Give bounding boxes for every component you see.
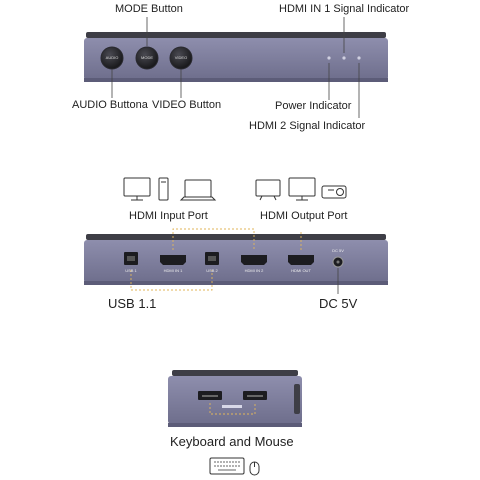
keyboard-icon <box>209 457 245 475</box>
hdmi-out-port <box>288 255 314 265</box>
audio-button-label: AUDIO Buttona <box>72 99 148 111</box>
video-button-text: VIDEO <box>174 55 188 60</box>
rear-dotted-brackets <box>130 228 302 291</box>
usb1-port-text: USB 1 <box>125 268 137 273</box>
usb2-port-text: USB 2 <box>206 268 218 273</box>
hdmi-in2-port <box>241 255 267 265</box>
power-led <box>327 56 331 60</box>
front-panel-device <box>84 32 388 82</box>
video-button-label: VIDEO Button <box>152 99 222 111</box>
hdmi2-led <box>357 56 361 60</box>
hdmi-out-port-text: HDMI OUT <box>291 268 311 273</box>
output-device-icons <box>255 177 347 201</box>
audio-button-text: AUDIO <box>105 55 119 60</box>
hdmi2-indicator-label: HDMI 2 Signal Indicator <box>249 120 366 132</box>
hdmi-output-port-label: HDMI Output Port <box>260 210 348 222</box>
side-panel-device <box>168 370 302 427</box>
side-dotted-bracket <box>209 403 256 415</box>
mode-button-text: MODE <box>141 55 153 60</box>
hdmi1-led <box>342 56 346 60</box>
keyboard-mouse-label: Keyboard and Mouse <box>170 434 294 449</box>
mode-button-label: MODE Button <box>115 3 183 15</box>
power-indicator-label: Power Indicator <box>275 100 352 112</box>
input-device-icons <box>123 177 217 201</box>
dc-port-text: DC 5V <box>332 248 344 253</box>
mode-button-knob <box>135 46 159 70</box>
top-leader-lines <box>111 17 360 118</box>
usb-label: USB 1.1 <box>108 296 157 311</box>
keyboard-mouse-icon <box>209 457 260 476</box>
hdmi-in1-port <box>160 255 186 265</box>
dc-label: DC 5V <box>319 296 358 311</box>
rear-panel-device <box>84 234 388 285</box>
hdmi-input-port-label: HDMI Input Port <box>129 210 208 222</box>
hdmi-in2-port-text: HDMI IN 2 <box>244 268 264 273</box>
hdmi1-indicator-label: HDMI IN 1 Signal Indicator <box>279 3 410 15</box>
hdmi-in1-port-text: HDMI IN 1 <box>163 268 183 273</box>
